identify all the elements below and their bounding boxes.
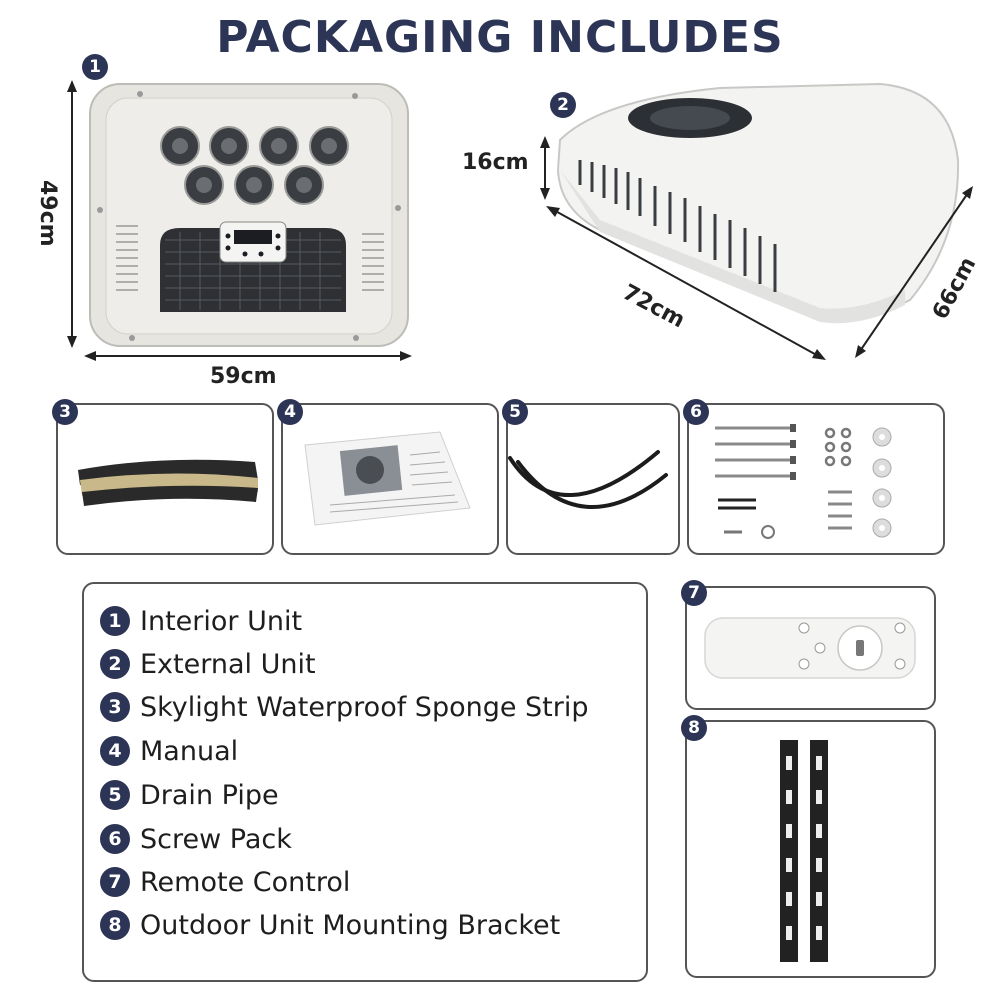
badge-2: 2 <box>550 92 576 118</box>
list-label: Interior Unit <box>140 605 303 637</box>
list-item: 8 Outdoor Unit Mounting Bracket <box>100 908 560 942</box>
external-height-label: 16cm <box>462 150 529 175</box>
page-title: PACKAGING INCLUDES <box>216 12 784 63</box>
list-item: 3 Skylight Waterproof Sponge Strip <box>100 690 589 724</box>
badge-5: 5 <box>502 399 528 425</box>
list-badge: 2 <box>100 649 130 679</box>
list-label: Outdoor Unit Mounting Bracket <box>140 909 561 941</box>
badge-6: 6 <box>683 399 709 425</box>
list-badge: 6 <box>100 824 130 854</box>
list-item: 4 Manual <box>100 734 238 768</box>
list-label: Remote Control <box>140 866 351 898</box>
drain-pipe-image <box>508 450 668 509</box>
list-label: Screw Pack <box>140 823 292 855</box>
badge-7: 7 <box>681 580 707 606</box>
badge-4: 4 <box>277 399 303 425</box>
list-item: 2 External Unit <box>100 647 316 681</box>
badge-3: 3 <box>52 399 78 425</box>
badge-8: 8 <box>681 715 707 741</box>
list-badge: 3 <box>100 692 130 722</box>
list-badge: 5 <box>100 780 130 810</box>
list-badge: 1 <box>100 606 130 636</box>
interior-width-label: 59cm <box>210 364 277 389</box>
list-label: Drain Pipe <box>140 779 279 811</box>
list-label: External Unit <box>140 648 316 680</box>
badge-1: 1 <box>82 54 108 80</box>
list-badge: 7 <box>100 867 130 897</box>
screw-pack-image <box>715 424 892 539</box>
list-item: 5 Drain Pipe <box>100 778 279 812</box>
list-item: 7 Remote Control <box>100 865 350 899</box>
list-label: Manual <box>140 735 239 767</box>
contents-list-card: 1 Interior Unit 2 External Unit 3 Skylig… <box>82 582 648 982</box>
sponge-strip-image <box>78 459 258 506</box>
list-badge: 8 <box>100 910 130 940</box>
list-badge: 4 <box>100 736 130 766</box>
list-item: 1 Interior Unit <box>100 604 302 638</box>
list-label: Skylight Waterproof Sponge Strip <box>140 691 589 723</box>
manual-image <box>304 431 471 526</box>
list-item: 6 Screw Pack <box>100 822 292 856</box>
